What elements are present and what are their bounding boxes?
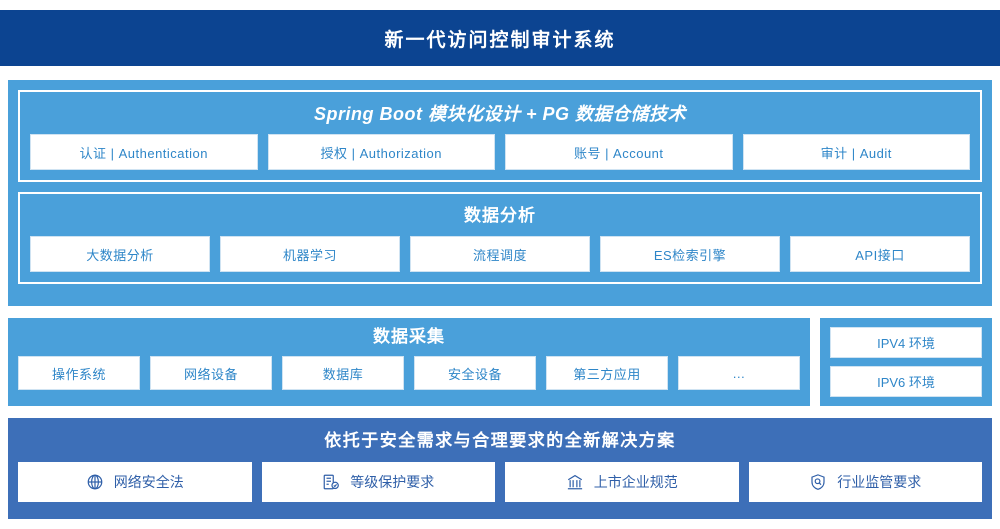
platform-group-springboot-cards: 认证 | Authentication 授权 | Authorization 账…: [30, 134, 970, 170]
card-machine-learning[interactable]: 机器学习: [220, 236, 400, 272]
card-cybersecurity-law-label: 网络安全法: [113, 474, 184, 490]
card-es-search-engine[interactable]: ES检索引擎: [600, 236, 780, 272]
card-authorization[interactable]: 授权 | Authorization: [267, 134, 495, 170]
compliance-cards: 网络安全法 等级保护要求: [18, 462, 982, 502]
compliance-panel: 依托于安全需求与合理要求的全新解决方案 网络安全法: [8, 418, 992, 519]
card-ipv4-environment[interactable]: IPV4 环境: [830, 327, 982, 358]
header-bar: 新一代访问控制审计系统: [0, 10, 1000, 66]
platform-group-springboot: Spring Boot 模块化设计 + PG 数据仓储技术 认证 | Authe…: [18, 90, 982, 182]
data-collection-panel: 数据采集 操作系统 网络设备 数据库 安全设备 第三方应用 …: [8, 318, 810, 406]
shield-search-icon: [809, 473, 827, 491]
card-mlps-requirement[interactable]: 等级保护要求: [261, 462, 495, 502]
card-authentication[interactable]: 认证 | Authentication: [30, 134, 258, 170]
platform-group-analytics-title: 数据分析: [464, 206, 536, 225]
card-security-device[interactable]: 安全设备: [414, 356, 536, 390]
card-mlps-requirement-label: 等级保护要求: [350, 474, 435, 490]
card-industry-regulation[interactable]: 行业监管要求: [748, 462, 982, 502]
card-listed-enterprise-standard[interactable]: 上市企业规范: [505, 462, 739, 502]
card-database[interactable]: 数据库: [282, 356, 404, 390]
data-collection-title: 数据采集: [373, 327, 445, 346]
card-audit[interactable]: 审计 | Audit: [742, 134, 970, 170]
compliance-title: 依托于安全需求与合理要求的全新解决方案: [324, 431, 676, 450]
card-third-party-app[interactable]: 第三方应用: [546, 356, 668, 390]
page-title: 新一代访问控制审计系统: [384, 29, 616, 51]
card-ipv6-environment[interactable]: IPV6 环境: [830, 366, 982, 397]
card-more-ellipsis[interactable]: …: [678, 356, 800, 390]
card-network-device[interactable]: 网络设备: [150, 356, 272, 390]
document-check-icon: [322, 473, 340, 491]
bank-icon: [566, 473, 584, 491]
platform-group-analytics-cards: 大数据分析 机器学习 流程调度 ES检索引擎 API接口: [30, 236, 970, 272]
card-process-scheduling[interactable]: 流程调度: [410, 236, 590, 272]
card-listed-enterprise-standard-label: 上市企业规范: [593, 474, 678, 490]
platform-panel: Spring Boot 模块化设计 + PG 数据仓储技术 认证 | Authe…: [8, 80, 992, 306]
platform-group-analytics: 数据分析 大数据分析 机器学习 流程调度 ES检索引擎 API接口: [18, 192, 982, 284]
card-account[interactable]: 账号 | Account: [505, 134, 733, 170]
card-api-interface[interactable]: API接口: [790, 236, 970, 272]
card-big-data-analysis[interactable]: 大数据分析: [30, 236, 210, 272]
data-collection-cards: 操作系统 网络设备 数据库 安全设备 第三方应用 …: [18, 356, 800, 390]
globe-icon: [86, 473, 104, 491]
card-cybersecurity-law[interactable]: 网络安全法: [18, 462, 252, 502]
card-industry-regulation-label: 行业监管要求: [837, 474, 922, 490]
card-operating-system[interactable]: 操作系统: [18, 356, 140, 390]
platform-group-springboot-title: Spring Boot 模块化设计 + PG 数据仓储技术: [313, 104, 686, 124]
environment-panel: IPV4 环境 IPV6 环境: [820, 318, 992, 406]
